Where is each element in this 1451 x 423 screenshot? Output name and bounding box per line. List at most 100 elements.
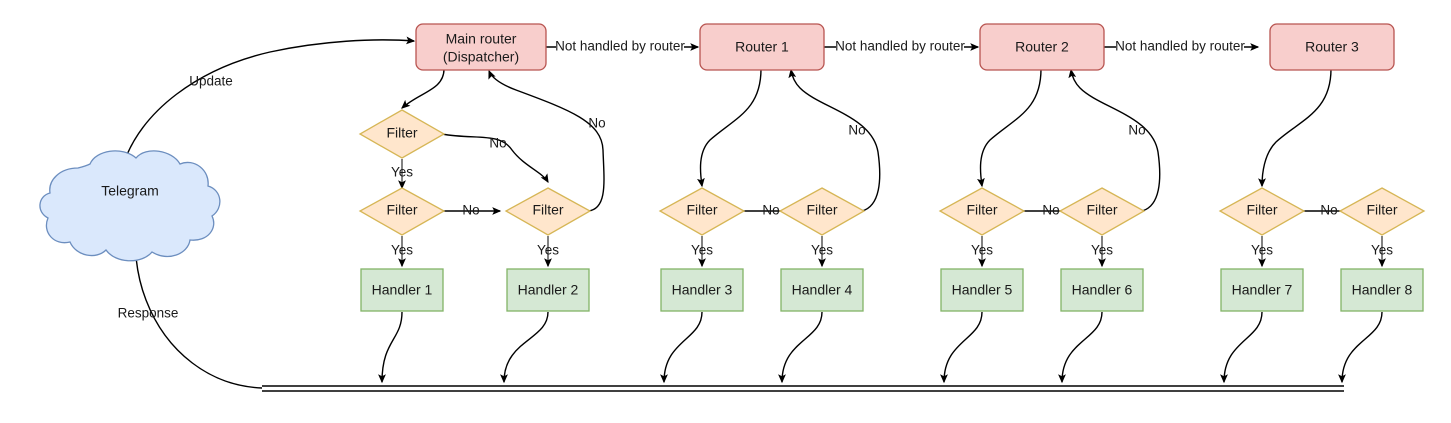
handler-4-label: Handler 4 xyxy=(792,282,853,298)
edge-label-update: Update xyxy=(189,74,233,89)
edge-filtermainright-no xyxy=(488,69,605,212)
router-2-label: Router 2 xyxy=(1015,39,1069,55)
edge-router3-to-filter-left xyxy=(1258,68,1332,188)
router-3-node[interactable]: Router 3 xyxy=(1269,23,1395,71)
filter-r3-left-label: Filter xyxy=(1246,202,1277,218)
handler-4-node[interactable]: Handler 4 xyxy=(780,268,864,312)
edge-handler-1-to-collector xyxy=(378,311,403,384)
router-2-box xyxy=(979,23,1105,71)
edge-filtertop-no xyxy=(441,133,549,184)
edge-label-no-r2-left: No xyxy=(1042,203,1059,218)
handler-5-label: Handler 5 xyxy=(952,282,1013,298)
filter-r2-right-node[interactable]: Filter xyxy=(1058,187,1146,236)
handler-3-box xyxy=(660,268,744,312)
handler-8-node[interactable]: Handler 8 xyxy=(1340,268,1424,312)
edge-handler-4-to-collector xyxy=(778,311,823,384)
filter-r3-left-node[interactable]: Filter xyxy=(1218,187,1306,236)
edge-label-not-handled-2: Not handled by router xyxy=(835,39,965,54)
handler-2-box xyxy=(506,268,590,312)
filter-main-top-node[interactable]: Filter xyxy=(358,109,446,159)
edge-filter-r1-right-no xyxy=(788,68,881,212)
handler-2-label: Handler 2 xyxy=(518,282,579,298)
filter-main-left-node[interactable]: Filter xyxy=(358,187,446,236)
router-2-node[interactable]: Router 2 xyxy=(979,23,1105,71)
edge-label-yes-r1-right: Yes xyxy=(811,243,833,258)
edge-mainrouter-to-filter-top xyxy=(401,68,445,109)
handler-6-label: Handler 6 xyxy=(1072,282,1133,298)
filter-r3-right-label: Filter xyxy=(1366,202,1397,218)
edge-update xyxy=(121,36,416,169)
edge-handler-8-to-collector xyxy=(1338,311,1383,384)
handler-2-node[interactable]: Handler 2 xyxy=(506,268,590,312)
filter-main-top-shape xyxy=(358,109,446,159)
edge-label-yes-main-right: Yes xyxy=(537,243,559,258)
edge-label-yes-main-left: Yes xyxy=(391,243,413,258)
handler-3-node[interactable]: Handler 3 xyxy=(660,268,744,312)
main-router-label-line1: Main router xyxy=(446,31,517,47)
filter-main-left-shape xyxy=(358,187,446,236)
handler-1-box xyxy=(360,268,444,312)
handler-8-label: Handler 8 xyxy=(1352,282,1413,298)
handler-1-node[interactable]: Handler 1 xyxy=(360,268,444,312)
edge-label-no-main-right: No xyxy=(588,116,605,131)
edge-label-response: Response xyxy=(118,306,179,321)
edge-filter-r2-right-no xyxy=(1068,68,1161,212)
filter-r2-right-label: Filter xyxy=(1086,202,1117,218)
filter-r2-left-label: Filter xyxy=(966,202,997,218)
edge-handler-2-to-collector xyxy=(500,311,549,384)
main-router-box xyxy=(415,23,547,71)
filter-r1-right-shape xyxy=(778,187,866,236)
handler-8-box xyxy=(1340,268,1424,312)
filter-r1-left-label: Filter xyxy=(686,202,717,218)
filter-r3-left-shape xyxy=(1218,187,1306,236)
edge-label-not-handled-1: Not handled by router xyxy=(555,39,685,54)
filter-main-right-shape xyxy=(504,187,592,236)
edge-handler-6-to-collector xyxy=(1058,311,1103,384)
edge-label-no-r1-left: No xyxy=(762,203,779,218)
cloud-shape xyxy=(39,150,221,262)
filter-main-right-label: Filter xyxy=(532,202,563,218)
filter-main-top-label: Filter xyxy=(386,125,417,141)
handler-7-label: Handler 7 xyxy=(1232,282,1293,298)
filter-r2-left-shape xyxy=(938,187,1026,236)
filter-r1-right-node[interactable]: Filter xyxy=(778,187,866,236)
filter-r1-left-shape xyxy=(658,187,746,236)
filter-main-right-node[interactable]: Filter xyxy=(504,187,592,236)
handler-7-node[interactable]: Handler 7 xyxy=(1220,268,1304,312)
main-router-node[interactable]: Main router (Dispatcher) xyxy=(415,23,547,71)
handler-7-box xyxy=(1220,268,1304,312)
edge-router1-to-filter-left xyxy=(697,68,762,188)
router-1-label: Router 1 xyxy=(735,39,789,55)
telegram-cloud-label: Telegram xyxy=(101,183,159,199)
filter-r3-right-shape xyxy=(1338,187,1426,236)
edge-label-yes-r1-left: Yes xyxy=(691,243,713,258)
router-3-label: Router 3 xyxy=(1305,39,1359,55)
edge-label-no-main-left: No xyxy=(462,203,479,218)
filter-r1-left-node[interactable]: Filter xyxy=(658,187,746,236)
edge-label-yes-main-top: Yes xyxy=(391,165,413,180)
edge-router2-to-filter-left xyxy=(977,68,1042,188)
handler-6-node[interactable]: Handler 6 xyxy=(1060,268,1144,312)
edge-label-yes-r2-left: Yes xyxy=(971,243,993,258)
edge-label-not-handled-3: Not handled by router xyxy=(1115,39,1245,54)
handler-5-node[interactable]: Handler 5 xyxy=(940,268,1024,312)
router-1-node[interactable]: Router 1 xyxy=(699,23,825,71)
edge-handler-3-to-collector xyxy=(660,311,703,384)
main-router-label-line2: (Dispatcher) xyxy=(443,49,519,65)
filter-main-left-label: Filter xyxy=(386,202,417,218)
edge-label-no-r3-left: No xyxy=(1320,203,1337,218)
filter-r1-right-label: Filter xyxy=(806,202,837,218)
handler-5-box xyxy=(940,268,1024,312)
handler-3-label: Handler 3 xyxy=(672,282,733,298)
filter-r2-left-node[interactable]: Filter xyxy=(938,187,1026,236)
edge-label-no-main-top: No xyxy=(489,136,506,151)
router-1-box xyxy=(699,23,825,71)
telegram-cloud-node[interactable]: Telegram xyxy=(39,150,221,262)
edge-handler-5-to-collector xyxy=(940,311,983,384)
router-3-box xyxy=(1269,23,1395,71)
edge-label-yes-r2-right: Yes xyxy=(1091,243,1113,258)
filter-r3-right-node[interactable]: Filter xyxy=(1338,187,1426,236)
edge-label-yes-r3-right: Yes xyxy=(1371,243,1393,258)
edge-label-yes-r3-left: Yes xyxy=(1251,243,1273,258)
